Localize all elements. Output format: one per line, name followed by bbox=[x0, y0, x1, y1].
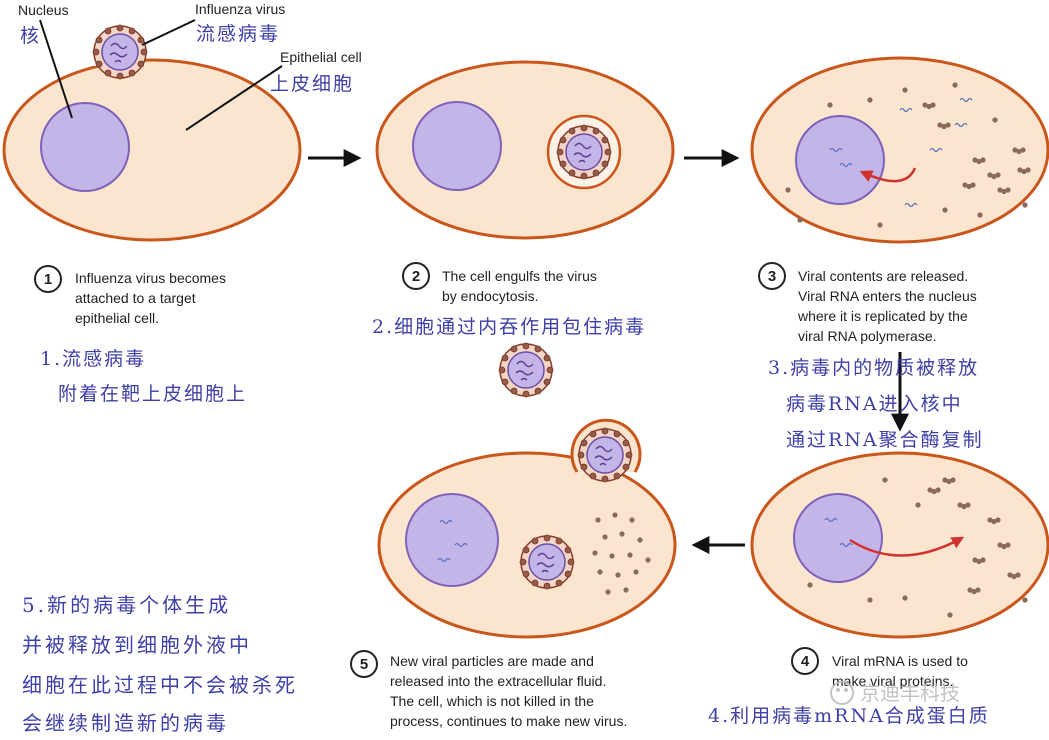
virus-icon bbox=[577, 427, 633, 483]
nucleus bbox=[40, 102, 130, 192]
cell-step-2 bbox=[375, 60, 675, 240]
step-number: 2 bbox=[412, 268, 420, 285]
step-number: 3 bbox=[768, 268, 776, 285]
virus-icon bbox=[498, 342, 554, 398]
step-text-line: New viral particles are made and bbox=[390, 653, 594, 669]
nucleus bbox=[793, 493, 883, 583]
virus-icon bbox=[92, 24, 148, 80]
step-text-line: epithelial cell. bbox=[75, 310, 159, 326]
step-text-cn: 5.新的病毒个体生成 bbox=[22, 593, 231, 617]
step-text-cn: 通过RNA聚合酶复制 bbox=[786, 429, 984, 451]
cell-step-3 bbox=[750, 56, 1049, 244]
step-text-cn: 会继续制造新的病毒 bbox=[22, 711, 229, 735]
leader-line bbox=[39, 19, 73, 119]
step-text-cn: 2.细胞通过内吞作用包住病毒 bbox=[372, 316, 646, 338]
step-text-line: released into the extracellular fluid. bbox=[390, 673, 606, 689]
rna-import-arrow bbox=[859, 167, 917, 183]
step-text-cn: 并被释放到细胞外液中 bbox=[22, 633, 252, 657]
step-text-cn: 3.病毒内的物质被释放 bbox=[768, 357, 979, 379]
step-text-cn: 附着在靶上皮细胞上 bbox=[58, 383, 247, 405]
cell-label: Epithelial cell bbox=[280, 49, 362, 65]
virus-icon bbox=[519, 534, 575, 590]
step-text-line: Viral RNA enters the nucleus bbox=[798, 288, 977, 304]
step-text-line: Viral mRNA is used to bbox=[832, 653, 968, 669]
step-text-line: viral RNA polymerase. bbox=[798, 328, 937, 344]
step-number-badge bbox=[402, 262, 430, 290]
step-text-line: make viral proteins. bbox=[832, 673, 953, 689]
step-number: 4 bbox=[801, 653, 810, 670]
step-text-line: where it is replicated by the bbox=[797, 308, 968, 324]
cell-label-cn: 上皮细胞 bbox=[270, 73, 354, 95]
watermark-logo-icon bbox=[830, 681, 854, 705]
virus-label: Influenza virus bbox=[195, 1, 285, 17]
leader-line bbox=[185, 65, 283, 131]
step-number-badge bbox=[758, 262, 786, 290]
step-text-cn: 病毒RNA进入核中 bbox=[786, 393, 963, 415]
cell-step-1 bbox=[2, 19, 302, 242]
nucleus bbox=[405, 493, 499, 587]
step-text-line: process, continues to make new virus. bbox=[390, 713, 627, 729]
nucleus bbox=[795, 115, 885, 205]
virus-label-cn: 流感病毒 bbox=[196, 23, 280, 45]
leader-line bbox=[141, 19, 196, 46]
step-text-line: The cell engulfs the virus bbox=[442, 268, 597, 284]
step-text-line: Viral contents are released. bbox=[798, 268, 968, 284]
step-2-caption: 2 The cell engulfs the virus by endocyto… bbox=[372, 262, 646, 338]
step-4-caption: 4 Viral mRNA is used to make viral prote… bbox=[708, 647, 990, 727]
step-text-line: attached to a target bbox=[75, 290, 196, 306]
step-1-caption: 1 Influenza virus becomes attached to a … bbox=[34, 265, 247, 405]
step-text-line: Influenza virus becomes bbox=[75, 270, 226, 286]
step-number-badge bbox=[791, 647, 819, 675]
step-number: 1 bbox=[44, 271, 52, 288]
step-number-badge bbox=[34, 265, 62, 293]
step-number-badge bbox=[350, 650, 378, 678]
step-text-cn: 1.流感病毒 bbox=[40, 348, 146, 370]
step-text-line: by endocytosis. bbox=[442, 288, 539, 304]
cell-step-4 bbox=[750, 451, 1049, 639]
nucleus bbox=[412, 101, 502, 191]
cell-step-5 bbox=[377, 418, 677, 639]
virus-icon bbox=[556, 124, 612, 180]
mrna-export-arrow bbox=[849, 536, 965, 557]
step-text-line: The cell, which is not killed in the bbox=[390, 693, 594, 709]
step-text-cn: 细胞在此过程中不会被杀死 bbox=[22, 673, 298, 697]
nucleus-label-cn: 核 bbox=[20, 25, 41, 47]
watermark-text: 京迪丰科技 bbox=[860, 681, 960, 705]
watermark: 京迪丰科技 bbox=[830, 681, 960, 705]
step-3-caption: 3 Viral contents are released. Viral RNA… bbox=[758, 262, 984, 451]
nucleus-label: Nucleus bbox=[18, 2, 69, 18]
step-number: 5 bbox=[360, 656, 368, 673]
step-text-cn: 4.利用病毒mRNA合成蛋白质 bbox=[708, 705, 990, 727]
step-5-caption: 5 New viral particles are made and relea… bbox=[22, 593, 627, 735]
